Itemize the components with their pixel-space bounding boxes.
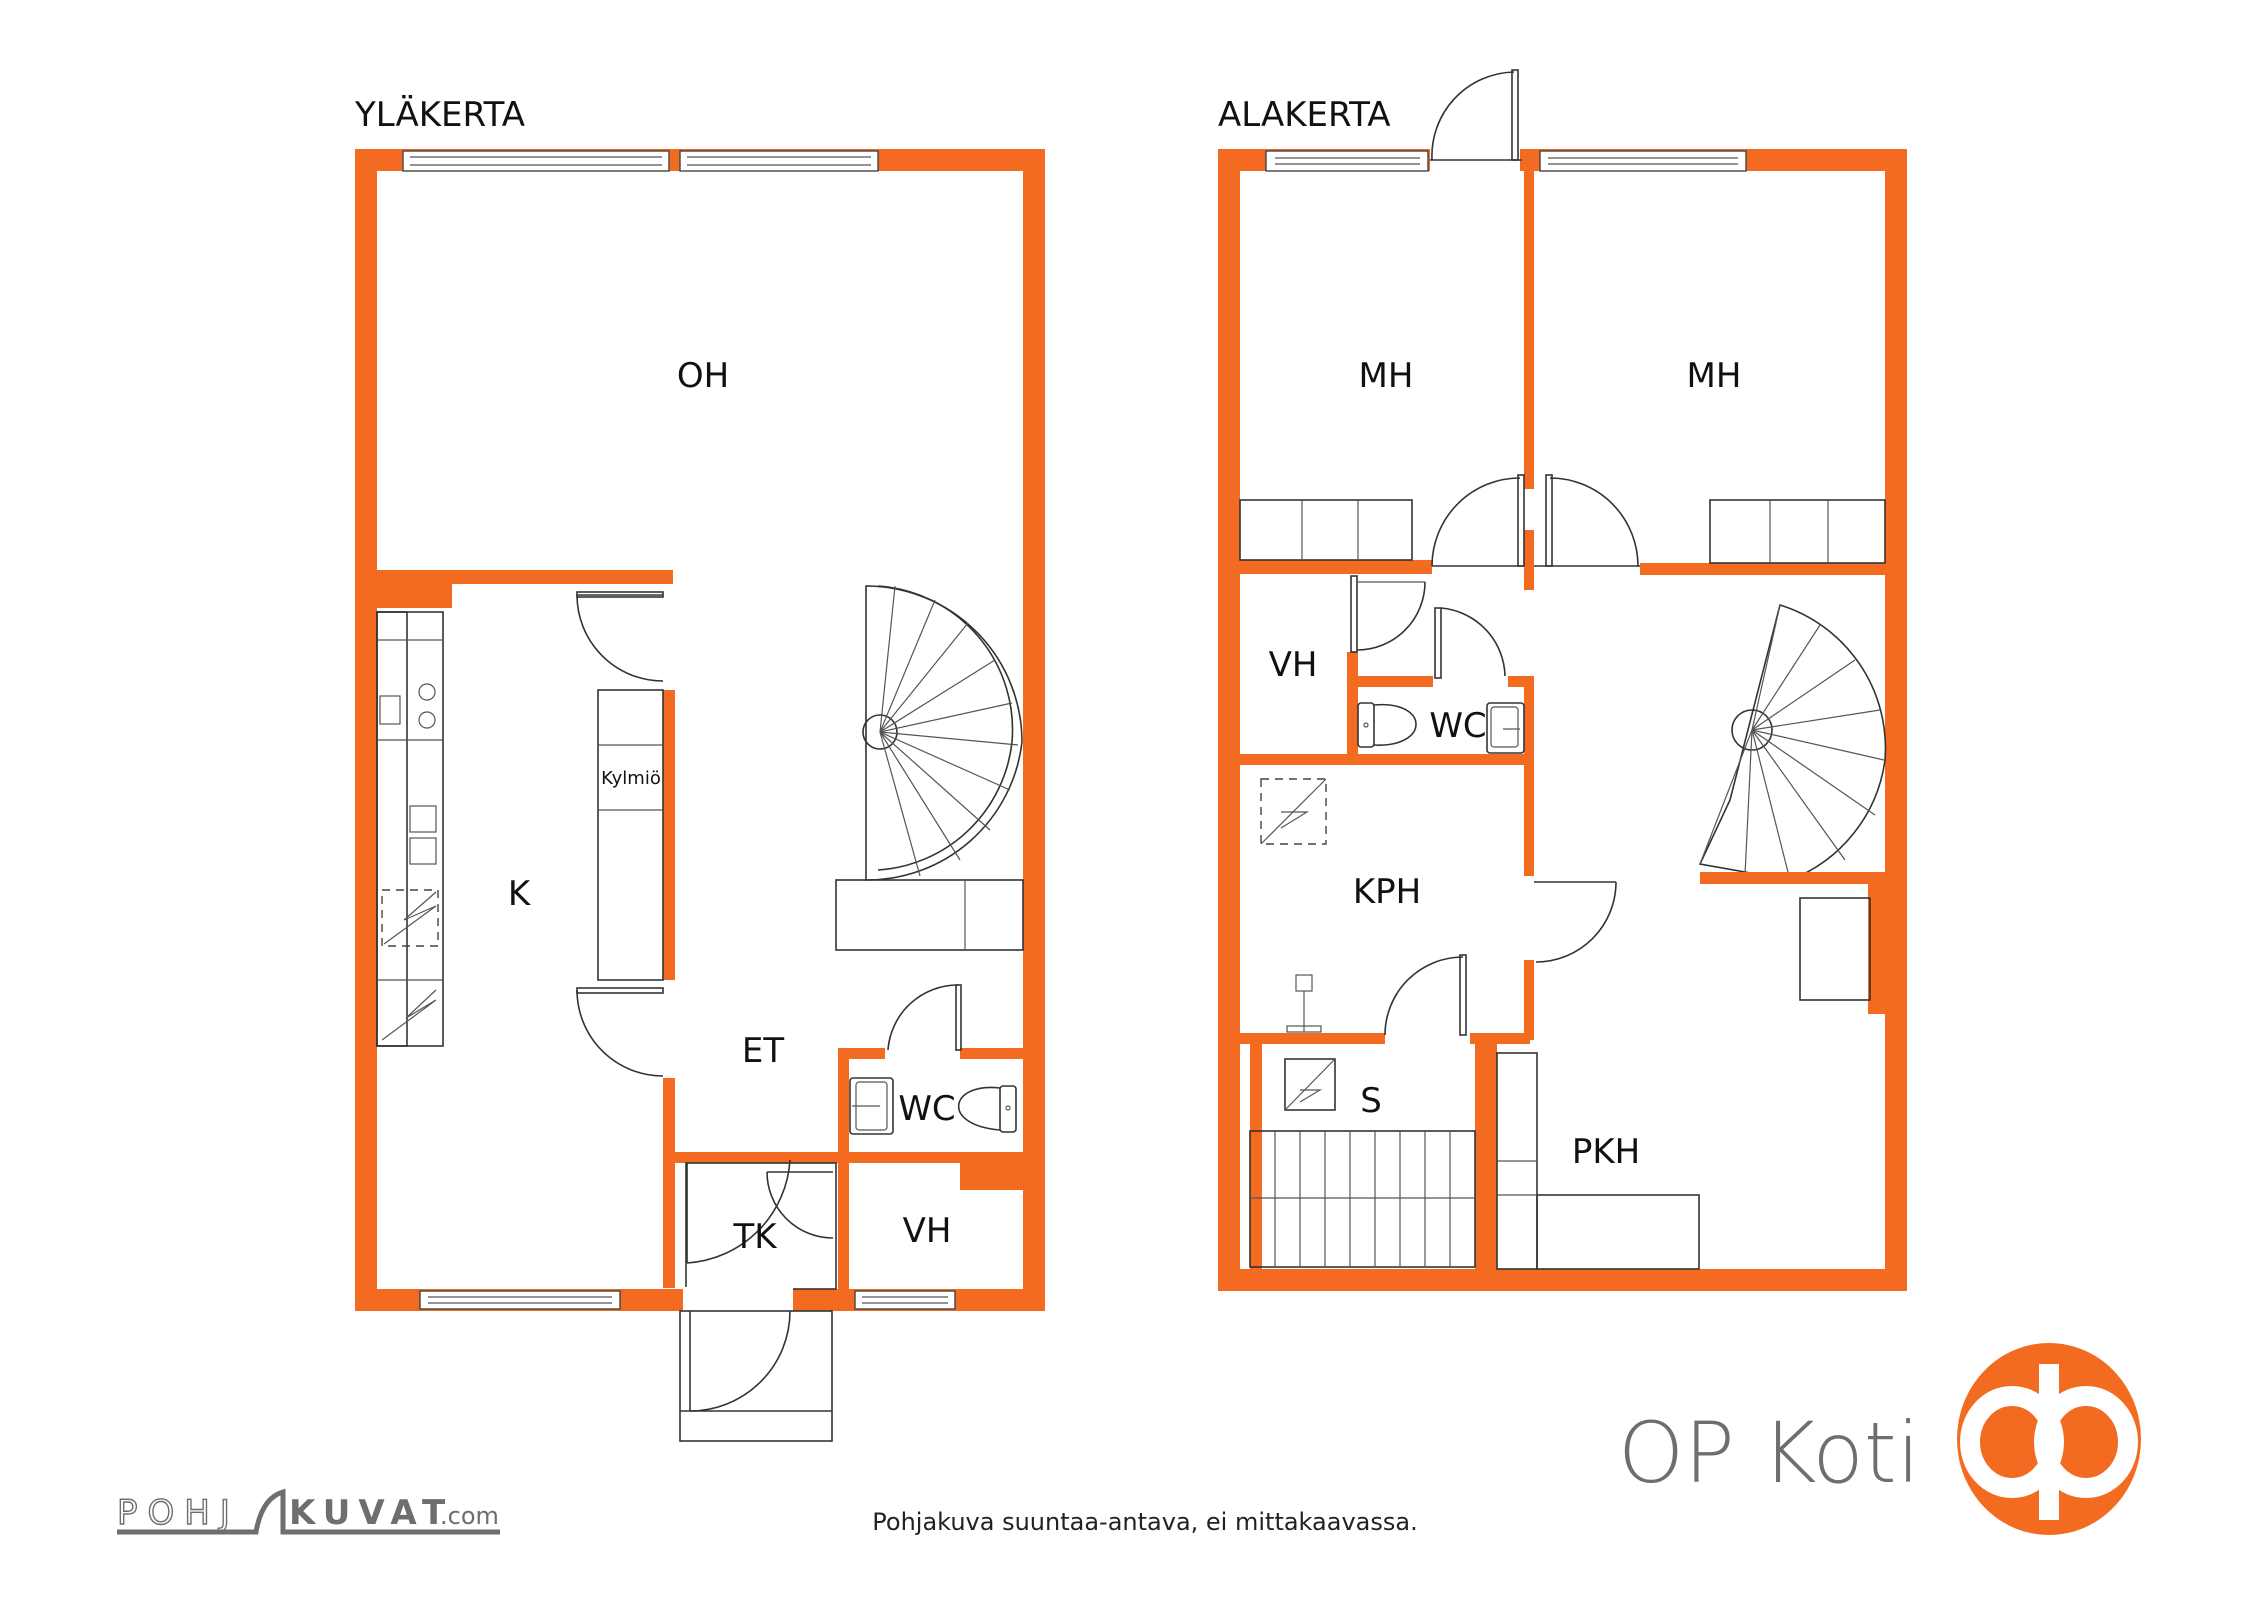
toilet	[1357, 702, 1417, 748]
op-logo-icon	[1957, 1343, 2141, 1535]
room-label-wc: WC	[898, 1089, 955, 1129]
window	[419, 1290, 956, 1310]
logo-text-part2: KUVAT	[289, 1493, 453, 1533]
wall	[1524, 149, 1534, 489]
window	[402, 150, 879, 172]
fridge-unit: Kylmiö	[597, 689, 664, 981]
washbasin	[849, 1077, 894, 1135]
sauna-heater	[1284, 1058, 1336, 1111]
washbasin	[1486, 702, 1525, 754]
room-label-vh: VH	[903, 1211, 952, 1251]
spiral-staircase	[835, 585, 1024, 951]
room-label-et: ET	[742, 1031, 784, 1071]
wardrobe	[1709, 499, 1886, 564]
room-label-k: K	[508, 874, 532, 914]
door	[576, 591, 664, 682]
wall	[1524, 960, 1534, 1040]
door	[1534, 881, 1617, 963]
wall	[1240, 1033, 1385, 1044]
disclaimer-text: Pohjakuva suuntaa-antava, ei mittakaavas…	[872, 1508, 1417, 1536]
bench	[1496, 1052, 1700, 1270]
door	[1431, 474, 1525, 567]
wall	[1475, 1044, 1497, 1269]
room-label-mh-2: MH	[1687, 356, 1742, 396]
logo-swoosh-icon	[117, 1488, 500, 1535]
wall	[675, 1152, 795, 1163]
wall	[1218, 1269, 1907, 1291]
door	[1384, 954, 1467, 1036]
upper-floor-title: YLÄKERTA	[354, 95, 525, 135]
wall	[1240, 560, 1432, 574]
pohjakuvat-logo: POHJ KUVAT .com	[116, 1488, 500, 1535]
room-label-kph: KPH	[1353, 872, 1421, 912]
wall	[663, 1078, 675, 1288]
wall	[1023, 149, 1045, 1311]
lower-floor-title: ALAKERTA	[1218, 95, 1391, 135]
door	[576, 987, 664, 1077]
room-label-pkh: PKH	[1572, 1132, 1640, 1172]
lower-floor: ALAKERTA	[1218, 69, 1907, 1291]
wall	[1470, 1033, 1530, 1044]
wall	[663, 690, 675, 980]
wall	[1240, 754, 1530, 765]
entrance-door	[1430, 69, 1522, 161]
wall	[1358, 676, 1433, 687]
logo-text-part1: POHJ	[117, 1493, 240, 1533]
wall	[1524, 530, 1534, 590]
wall	[960, 1160, 1023, 1190]
room-label-mh-1: MH	[1359, 356, 1414, 396]
wall	[377, 570, 673, 584]
door	[686, 1159, 791, 1264]
wall	[795, 1152, 1023, 1163]
wall	[1250, 1044, 1262, 1269]
toilet	[957, 1085, 1017, 1133]
door	[766, 1171, 834, 1239]
wall	[1347, 652, 1358, 754]
fireplace	[1799, 897, 1871, 1001]
spiral-staircase	[1698, 603, 1887, 881]
room-label-s: S	[1360, 1081, 1382, 1121]
shower-faucet	[1286, 974, 1322, 1033]
entrance-porch	[679, 1287, 833, 1442]
sauna-benches	[1249, 1130, 1476, 1268]
room-label-wc: WC	[1429, 706, 1486, 746]
door	[1350, 575, 1426, 653]
fridge-label: Kylmiö	[601, 768, 661, 789]
brand-name: OP Koti	[1618, 1404, 1920, 1502]
wardrobe	[1239, 499, 1413, 561]
wall	[1508, 676, 1534, 687]
wall	[1885, 149, 1907, 1291]
wall	[1640, 563, 1885, 575]
wall	[1868, 884, 1885, 1014]
logo-text-suffix: .com	[440, 1502, 499, 1530]
door	[1534, 474, 1640, 567]
wall	[1700, 872, 1885, 884]
wall	[355, 149, 377, 1311]
wall	[1524, 676, 1534, 876]
kitchen-counter	[376, 611, 444, 1047]
upper-floor: YLÄKERTA	[354, 95, 1045, 1442]
wall	[838, 1048, 849, 1158]
room-label-tk: TK	[732, 1217, 778, 1257]
window	[1265, 150, 1747, 172]
shower-heater	[1260, 778, 1327, 845]
door	[887, 984, 962, 1051]
wall	[1218, 149, 1240, 1291]
wall	[838, 1160, 849, 1310]
room-label-vh: VH	[1269, 645, 1318, 685]
door	[1434, 607, 1506, 679]
room-label-oh: OH	[677, 356, 729, 396]
